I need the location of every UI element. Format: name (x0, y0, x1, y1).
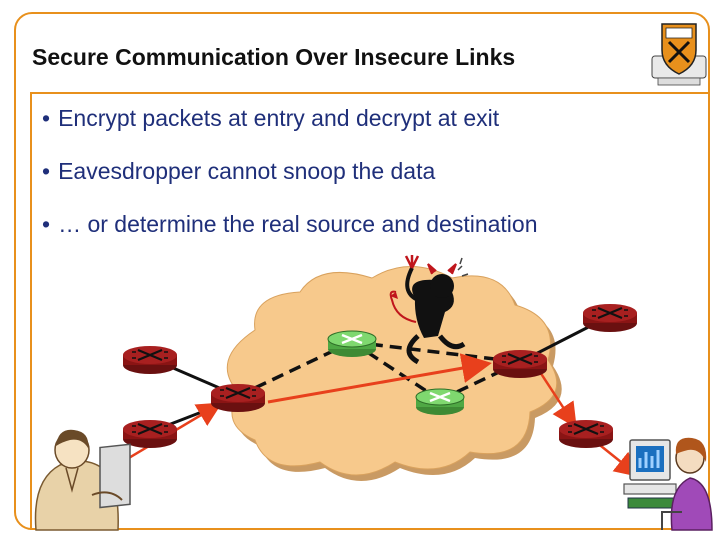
bullet-item: • Encrypt packets at entry and decrypt at… (42, 103, 538, 156)
router-icon (121, 344, 179, 376)
router-icon (209, 382, 267, 414)
title-divider (30, 92, 708, 94)
router-icon (121, 418, 179, 450)
bullet-list: • Encrypt packets at entry and decrypt at… (42, 103, 538, 262)
bullet-item: • … or determine the real source and dest… (42, 209, 538, 262)
sender-person-icon (34, 429, 131, 531)
secure-router-icon (414, 387, 466, 417)
receiver-person-icon (623, 437, 713, 531)
side-divider (30, 92, 32, 530)
network-diagram (34, 255, 713, 531)
bullet-marker: • (42, 158, 51, 184)
bullet-text: Encrypt packets at entry and decrypt at … (58, 105, 500, 131)
university-crest-icon (651, 23, 707, 86)
bullet-marker: • (42, 211, 51, 237)
bullet-marker: • (42, 105, 51, 131)
cloud-icon (226, 266, 562, 481)
router-icon (557, 418, 615, 450)
bullet-text: … or determine the real source and desti… (58, 211, 538, 237)
bullet-text: Eavesdropper cannot snoop the data (58, 158, 436, 184)
slide-title: Secure Communication Over Insecure Links (32, 44, 516, 70)
bullet-item: • Eavesdropper cannot snoop the data (42, 156, 538, 209)
secure-router-icon (326, 329, 378, 359)
slide-frame (14, 12, 710, 530)
router-icon (581, 302, 639, 334)
router-icon (491, 348, 549, 380)
eavesdropper-devil-icon (389, 255, 469, 365)
